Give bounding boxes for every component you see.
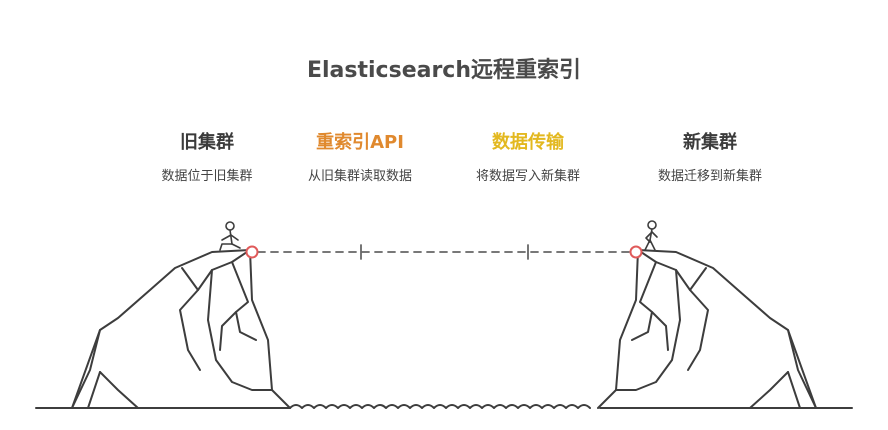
step-new-cluster-label: 新集群 — [683, 132, 737, 153]
step-new-cluster: 新集群 数据迁移到新集群 — [630, 132, 790, 186]
step-old-cluster-desc: 数据位于旧集群 — [161, 169, 253, 184]
step-reindex-api-desc: 从旧集群读取数据 — [307, 169, 412, 184]
step-reindex-api-label: 重索引API — [316, 132, 404, 153]
diagram-title: Elasticsearch远程重索引 — [306, 58, 582, 83]
step-reindex-api: 重索引API 从旧集群读取数据 — [280, 132, 440, 186]
right-cliff — [597, 249, 817, 409]
step-new-cluster-desc: 数据迁移到新集群 — [657, 169, 762, 184]
left-person-figure — [219, 221, 241, 251]
endpoint-left — [245, 245, 259, 259]
step-data-transfer: 数据传输 将数据写入新集群 — [448, 132, 608, 186]
step-data-transfer-desc: 将数据写入新集群 — [475, 169, 580, 184]
step-old-cluster: 旧集群 数据位于旧集群 — [127, 132, 287, 186]
right-person-figure — [644, 220, 658, 251]
step-data-transfer-label: 数据传输 — [492, 132, 564, 153]
left-cliff — [71, 249, 291, 409]
step-old-cluster-label: 旧集群 — [180, 132, 234, 153]
endpoint-right — [629, 245, 643, 259]
water-waves — [289, 404, 591, 409]
